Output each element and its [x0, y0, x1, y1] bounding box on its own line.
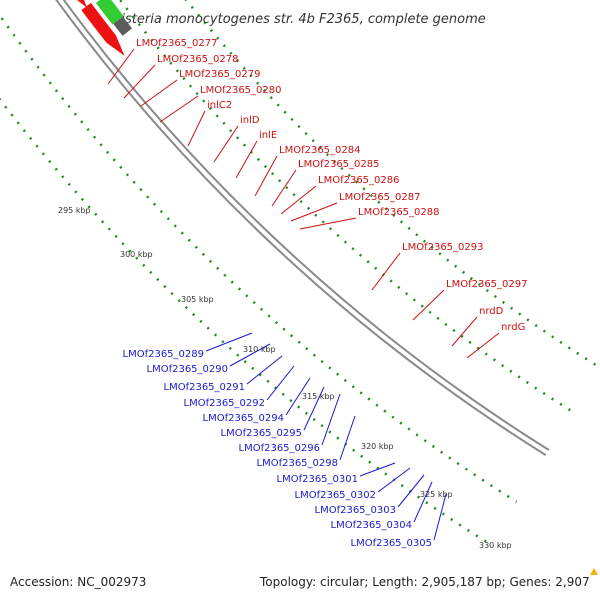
leader-line-bottom-8	[339, 415, 356, 461]
gene-labels: LMOf2365_0277LMOf2365_0278LMOf2365_0279L…	[123, 38, 528, 549]
dotted-guide-tracks	[0, 0, 600, 546]
leader-line-top-1	[107, 48, 135, 85]
leader-line-top-4	[159, 95, 199, 123]
leader-line-top-14	[412, 289, 445, 321]
tick-label-8: 330 kbp	[479, 541, 512, 550]
leader-line-top-15	[451, 316, 478, 347]
gene-features	[77, 0, 133, 56]
leader-line-bottom-2	[229, 343, 271, 367]
gene-label-top-14: LMOf2365_0297	[446, 279, 528, 290]
tick-label-4: 310 kbp	[243, 345, 276, 354]
leader-line-bottom-7	[321, 393, 341, 446]
backbone-inner-line	[55, 0, 547, 456]
tick-label-5: 315 kbp	[302, 392, 335, 401]
gene-label-top-6: inlD	[240, 115, 260, 126]
leader-line-top-8	[254, 155, 278, 197]
gene-label-bottom-2: LMOf2365_0290	[147, 364, 229, 375]
gene-label-bottom-12: LMOf2365_0304	[331, 520, 413, 531]
gene-label-top-3: LMOf2365_0279	[179, 69, 261, 80]
leader-line-top-16	[466, 332, 500, 359]
leader-line-bottom-11	[397, 474, 425, 508]
leader-line-top-11	[290, 202, 338, 222]
leader-line-top-12	[299, 217, 357, 230]
tick-label-3: 305 kbp	[181, 295, 214, 304]
leader-line-bottom-4	[266, 365, 295, 401]
gene-label-bottom-5: LMOf2365_0294	[203, 413, 285, 424]
leader-line-top-3	[140, 79, 178, 107]
tick-label-1: 295 kbp	[58, 206, 91, 215]
gene-label-bottom-13: LMOf2365_0305	[351, 538, 433, 549]
gene-label-top-16: nrdG	[501, 322, 525, 333]
dotted-track-3	[0, 13, 518, 503]
gene-feature-26	[77, 0, 88, 8]
leader-line-top-6	[213, 125, 239, 163]
leader-line-top-10	[280, 185, 317, 215]
leader-line-top-13	[371, 252, 401, 291]
label-leader-lines	[107, 48, 500, 541]
gene-label-top-1: LMOf2365_0277	[136, 38, 218, 49]
leader-line-top-9	[271, 169, 297, 207]
gene-label-bottom-3: LMOf2365_0291	[164, 382, 246, 393]
gene-label-bottom-6: LMOf2365_0295	[221, 428, 303, 439]
dotted-track-1	[184, 0, 600, 369]
gene-label-top-7: inlE	[259, 130, 277, 141]
gene-feature-17	[95, 0, 124, 25]
leader-line-bottom-6	[303, 386, 325, 431]
tick-label-6: 320 kbp	[361, 442, 394, 451]
gene-label-top-11: LMOf2365_0287	[339, 192, 421, 203]
gene-label-top-5: inlC2	[207, 100, 232, 111]
gene-label-top-13: LMOf2365_0293	[402, 242, 484, 253]
gene-label-top-15: nrdD	[479, 306, 504, 317]
gene-label-top-12: LMOf2365_0288	[358, 207, 440, 218]
gene-label-bottom-1: LMOf2365_0289	[123, 349, 205, 360]
leader-line-bottom-10	[377, 467, 411, 493]
gene-label-top-4: LMOf2365_0280	[200, 85, 282, 96]
gene-label-top-2: LMOf2365_0278	[157, 54, 239, 65]
gene-label-bottom-8: LMOf2365_0298	[257, 458, 339, 469]
backbone-outer-line	[62, 0, 550, 451]
leader-line-bottom-1	[205, 332, 253, 352]
leader-line-top-5	[187, 110, 206, 147]
gene-label-bottom-7: LMOf2365_0296	[239, 443, 321, 454]
tick-label-2: 300 kbp	[120, 250, 153, 259]
gene-label-bottom-10: LMOf2365_0302	[295, 490, 377, 501]
leader-line-bottom-9	[359, 462, 396, 477]
map-title: Listeria monocytogenes str. 4b F2365, co…	[114, 12, 486, 27]
gene-label-bottom-9: LMOf2365_0301	[277, 474, 359, 485]
tick-label-7: 325 kbp	[420, 490, 453, 499]
accession-text: Accession: NC_002973	[10, 575, 146, 589]
leader-line-bottom-13	[433, 493, 447, 541]
gene-label-bottom-4: LMOf2365_0292	[184, 398, 266, 409]
gene-feature-27	[81, 2, 125, 56]
leader-line-bottom-5	[285, 377, 311, 416]
gene-label-bottom-11: LMOf2365_0303	[315, 505, 397, 516]
gene-label-top-10: LMOf2365_0286	[318, 175, 400, 186]
gene-feature-18	[113, 16, 133, 36]
genome-backbone	[55, 0, 550, 456]
dotted-track-4	[0, 97, 491, 546]
gene-label-top-9: LMOf2365_0285	[298, 159, 380, 170]
position-ticks: 295 kbp 300 kbp 305 kbp 310 kbp 315 kbp 320 k…	[58, 206, 512, 550]
leader-line-top-2	[123, 64, 156, 99]
gene-label-top-8: LMOf2365_0284	[279, 145, 361, 156]
topology-text: Topology: circular; Length: 2,905,187 bp…	[259, 575, 590, 589]
leader-line-bottom-12	[413, 481, 433, 523]
leader-line-top-7	[235, 140, 258, 179]
leader-line-bottom-3	[246, 355, 283, 385]
warning-icon	[590, 568, 598, 575]
